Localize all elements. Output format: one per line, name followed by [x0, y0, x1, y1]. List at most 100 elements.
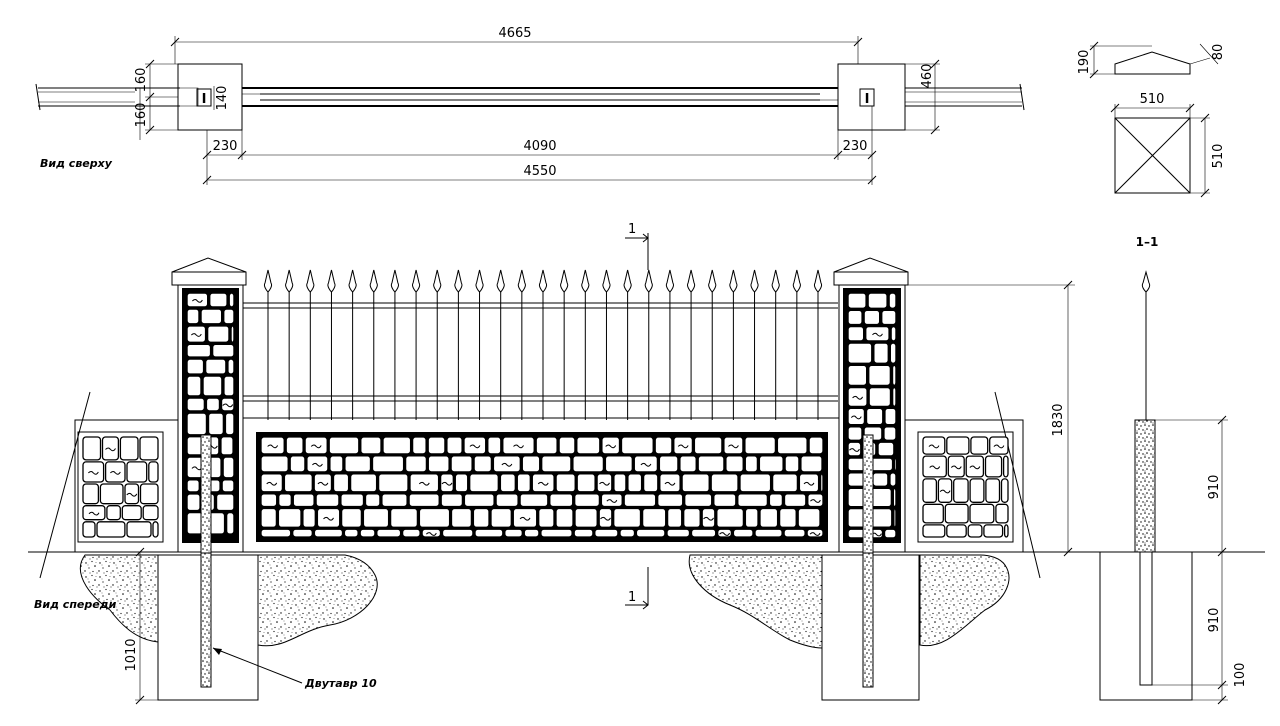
- stone: [888, 292, 897, 310]
- stone: [202, 375, 223, 397]
- stone: [847, 441, 862, 457]
- stone: [260, 455, 289, 473]
- dimension-plinth-height: 910: [1207, 475, 1222, 500]
- stone: [744, 507, 759, 528]
- stone: [985, 478, 1001, 503]
- stone: [983, 524, 1004, 538]
- stone: [292, 493, 315, 508]
- picket-spear: [729, 269, 738, 293]
- picket-spear: [412, 269, 421, 293]
- stone: [186, 325, 207, 343]
- stone: [658, 455, 679, 473]
- stone: [601, 436, 621, 455]
- picket-spear: [750, 269, 759, 293]
- stone: [340, 507, 363, 528]
- stone: [82, 436, 102, 461]
- stone: [474, 528, 504, 538]
- picket-spear: [623, 269, 632, 293]
- stone: [104, 461, 126, 483]
- stone: [222, 308, 235, 325]
- dimension-offset-right: 230: [843, 139, 868, 154]
- stone: [82, 461, 105, 483]
- stone: [922, 436, 946, 455]
- stone: [697, 455, 725, 473]
- section-title: 1–1: [1136, 235, 1159, 249]
- stone: [206, 325, 230, 343]
- stone: [969, 503, 995, 524]
- stone: [713, 493, 737, 508]
- stone: [277, 507, 302, 528]
- stone: [890, 325, 897, 342]
- stone: [381, 493, 408, 508]
- stone: [1000, 478, 1009, 503]
- stone: [771, 473, 799, 493]
- dimension-pillar-width: 460: [920, 64, 935, 89]
- picket-spear: [496, 269, 505, 293]
- stone: [260, 436, 285, 455]
- soil-right-outer: [919, 554, 1010, 647]
- stone: [523, 528, 540, 538]
- stone: [922, 455, 947, 478]
- stone: [784, 455, 800, 473]
- stone: [891, 386, 897, 408]
- stone: [227, 358, 235, 375]
- dimension-cap-slope: 80: [1211, 44, 1226, 61]
- stone: [450, 455, 473, 473]
- stone: [693, 436, 723, 455]
- stone: [82, 505, 106, 521]
- stone: [313, 528, 344, 538]
- stone: [512, 507, 538, 528]
- stone: [304, 436, 328, 455]
- cap-elevation: [1114, 51, 1191, 75]
- dimension-offset-left: 230: [213, 139, 238, 154]
- stone: [946, 524, 967, 538]
- stone: [681, 473, 710, 493]
- front-view: 1010: [28, 222, 1265, 705]
- stone: [521, 455, 541, 473]
- stone: [723, 436, 744, 455]
- stone: [492, 455, 521, 473]
- stone: [555, 507, 574, 528]
- stone: [847, 386, 868, 408]
- stone: [604, 455, 633, 473]
- stone: [613, 507, 642, 528]
- stone: [328, 436, 360, 455]
- stone: [186, 412, 208, 436]
- stone: [657, 493, 684, 508]
- top-view: 4665 I I: [35, 26, 1025, 185]
- section-mark-top: 1: [628, 222, 636, 237]
- stone: [313, 473, 333, 493]
- stone: [441, 528, 474, 538]
- left-pillar-plan: [177, 63, 243, 131]
- stone: [540, 528, 573, 538]
- dimension-pile-depth: 1010: [124, 638, 139, 671]
- stone: [519, 493, 549, 508]
- stone: [208, 292, 228, 308]
- stone: [970, 436, 989, 455]
- stone: [126, 461, 148, 483]
- stone: [364, 493, 381, 508]
- stone: [222, 456, 235, 479]
- stone: [224, 412, 235, 436]
- stone: [418, 507, 451, 528]
- svg-text:I: I: [865, 92, 870, 107]
- stone: [894, 457, 898, 472]
- stone: [744, 436, 777, 455]
- stone: [446, 436, 463, 455]
- stone: [893, 507, 897, 528]
- stone: [119, 436, 139, 461]
- stone: [186, 292, 209, 308]
- stone: [758, 455, 784, 473]
- picket-spear: [433, 269, 442, 293]
- stone: [502, 436, 535, 455]
- stone: [215, 493, 235, 512]
- stone: [558, 436, 576, 455]
- stone: [819, 473, 824, 493]
- stone: [344, 455, 372, 473]
- stone: [873, 342, 889, 364]
- stone: [768, 493, 784, 508]
- stone: [409, 473, 440, 493]
- stone: [411, 436, 427, 455]
- stone: [225, 511, 235, 535]
